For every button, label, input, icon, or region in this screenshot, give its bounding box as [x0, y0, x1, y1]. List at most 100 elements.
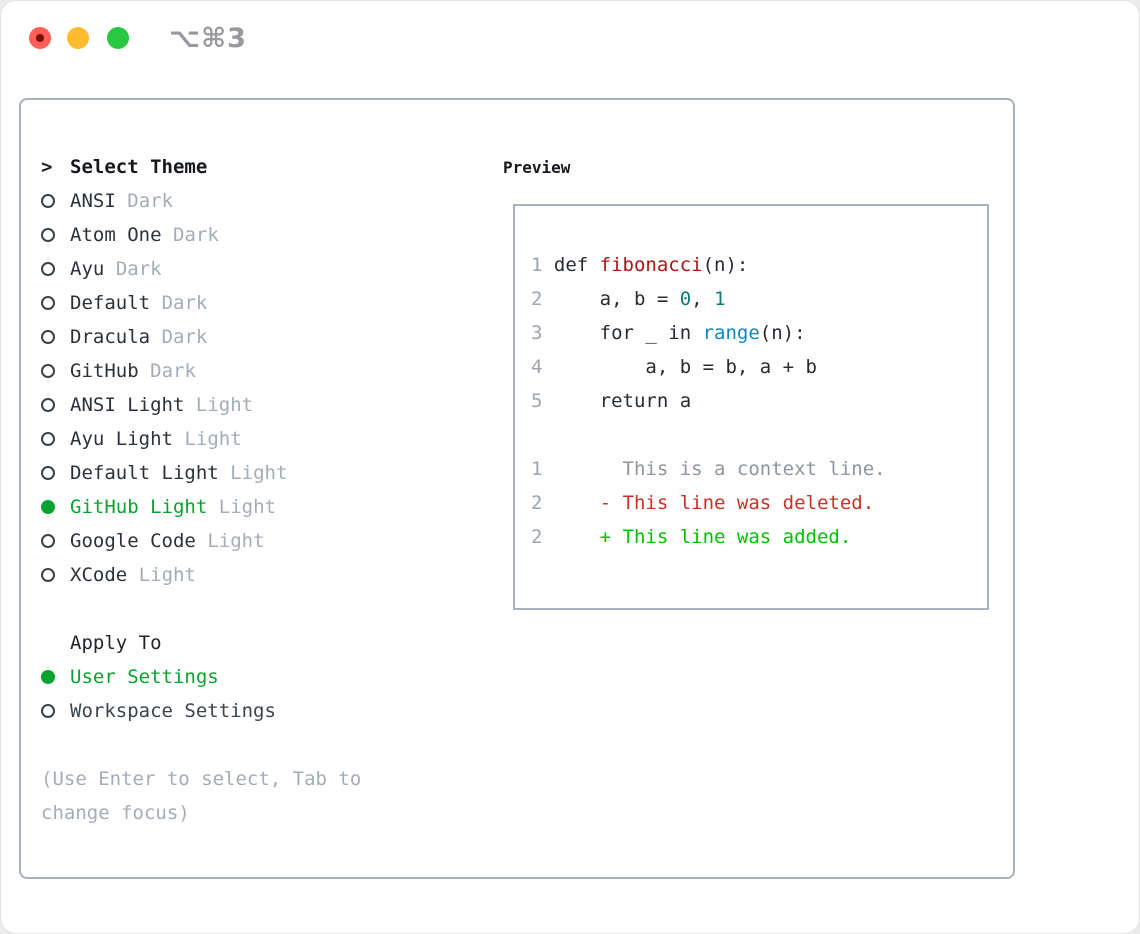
option-label: ANSI Light [70, 394, 185, 416]
radio-unselected-icon[interactable] [41, 398, 55, 412]
line-number: 3 [531, 322, 543, 344]
option-variant-label: Dark [150, 360, 196, 382]
close-button-icon[interactable] [29, 27, 51, 49]
theme-option[interactable]: Ayu Light Light [41, 422, 361, 456]
code-line: 1 This is a context line. [531, 458, 987, 492]
theme-option[interactable]: Default Dark [41, 286, 361, 320]
title-bar: ⌥⌘3 [1, 1, 1139, 76]
radio-unselected-icon[interactable] [41, 432, 55, 446]
option-label: Default Light [70, 462, 219, 484]
select-theme-header: > Select Theme [41, 150, 361, 184]
code-token: return a [553, 390, 692, 412]
theme-option[interactable]: XCode Light [41, 558, 361, 592]
radio-unselected-icon[interactable] [41, 194, 55, 208]
select-theme-header-label: Select Theme [70, 156, 208, 178]
option-label: XCode [70, 564, 128, 586]
code-token: 0 [679, 288, 692, 310]
code-line: 2 - This line was deleted. [531, 492, 987, 526]
radio-selected-icon[interactable] [41, 670, 55, 684]
spacer [41, 592, 361, 626]
option-label: Workspace Settings [70, 700, 276, 722]
code-token: - This line was deleted. [553, 492, 875, 514]
radio-unselected-icon[interactable] [41, 296, 55, 310]
radio-unselected-icon[interactable] [41, 330, 55, 344]
preview-column: Preview [503, 150, 570, 184]
line-number: 2 [531, 526, 543, 548]
radio-unselected-icon[interactable] [41, 704, 55, 718]
code-token: (n): [759, 322, 806, 344]
code-line [531, 424, 987, 458]
option-label: Default [70, 292, 151, 314]
minimize-button-icon[interactable] [67, 27, 89, 49]
hint-line-2: change focus) [41, 802, 190, 824]
radio-unselected-icon[interactable] [41, 466, 55, 480]
option-label: Ayu [70, 258, 105, 280]
option-variant-label: Dark [161, 326, 208, 348]
option-label: GitHub Light [70, 496, 208, 518]
radio-selected-icon[interactable] [41, 500, 55, 514]
window-title: ⌥⌘3 [169, 23, 247, 54]
preview-header-label: Preview [503, 157, 571, 177]
spacer [41, 728, 361, 762]
apply-to-header: Apply To [41, 626, 361, 660]
line-number: 5 [531, 390, 543, 412]
zoom-button-icon[interactable] [107, 27, 129, 49]
radio-unselected-icon[interactable] [41, 262, 55, 276]
radio-unselected-icon[interactable] [41, 228, 55, 242]
radio-unselected-icon[interactable] [41, 568, 55, 582]
theme-option[interactable]: Dracula Dark [41, 320, 361, 354]
code-token: fibonacci [599, 254, 703, 276]
apply-to-option[interactable]: User Settings [41, 660, 361, 694]
radio-unselected-icon[interactable] [41, 364, 55, 378]
option-variant-label: Dark [127, 190, 174, 212]
code-line: 5 return a [531, 390, 987, 424]
option-label: Ayu Light [70, 428, 173, 450]
code-token: This is a context line. [553, 458, 886, 480]
radio-unselected-icon[interactable] [41, 534, 55, 548]
code-token: a, b = [553, 288, 680, 310]
line-number: 2 [531, 288, 543, 310]
line-number: 1 [531, 458, 543, 480]
code-token: , [691, 288, 715, 310]
apply-to-header-label: Apply To [70, 632, 162, 654]
option-label: ANSI [70, 190, 116, 212]
code-token: range [702, 322, 760, 344]
keyboard-hint: (Use Enter to select, Tab to change focus… [41, 762, 361, 830]
option-label: Atom One [70, 224, 162, 246]
code-line: 2 a, b = 0, 1 [531, 288, 987, 322]
theme-option[interactable]: Atom One Dark [41, 218, 361, 252]
code-token: + This line was added. [553, 526, 852, 548]
option-variant-label: Light [207, 530, 265, 552]
code-line: 4 a, b = b, a + b [531, 356, 987, 390]
theme-option[interactable]: Google Code Light [41, 524, 361, 558]
code-line: 2 + This line was added. [531, 526, 987, 560]
hint-line-1: (Use Enter to select, Tab to [41, 768, 362, 790]
option-label: Dracula [70, 326, 151, 348]
option-variant-label: Dark [161, 292, 208, 314]
code-token: for _ in [553, 322, 703, 344]
code-token: 1 [714, 288, 726, 310]
theme-option[interactable]: ANSI Dark [41, 184, 361, 218]
code-line: 3 for _ in range(n): [531, 322, 987, 356]
option-variant-label: Dark [173, 224, 219, 246]
line-number: 2 [531, 492, 543, 514]
code-token: def [553, 254, 600, 276]
option-label: Google Code [70, 530, 196, 552]
option-variant-label: Light [184, 428, 242, 450]
option-variant-label: Light [138, 564, 196, 586]
apply-to-option[interactable]: Workspace Settings [41, 694, 361, 728]
focus-caret-icon: > [41, 156, 53, 178]
